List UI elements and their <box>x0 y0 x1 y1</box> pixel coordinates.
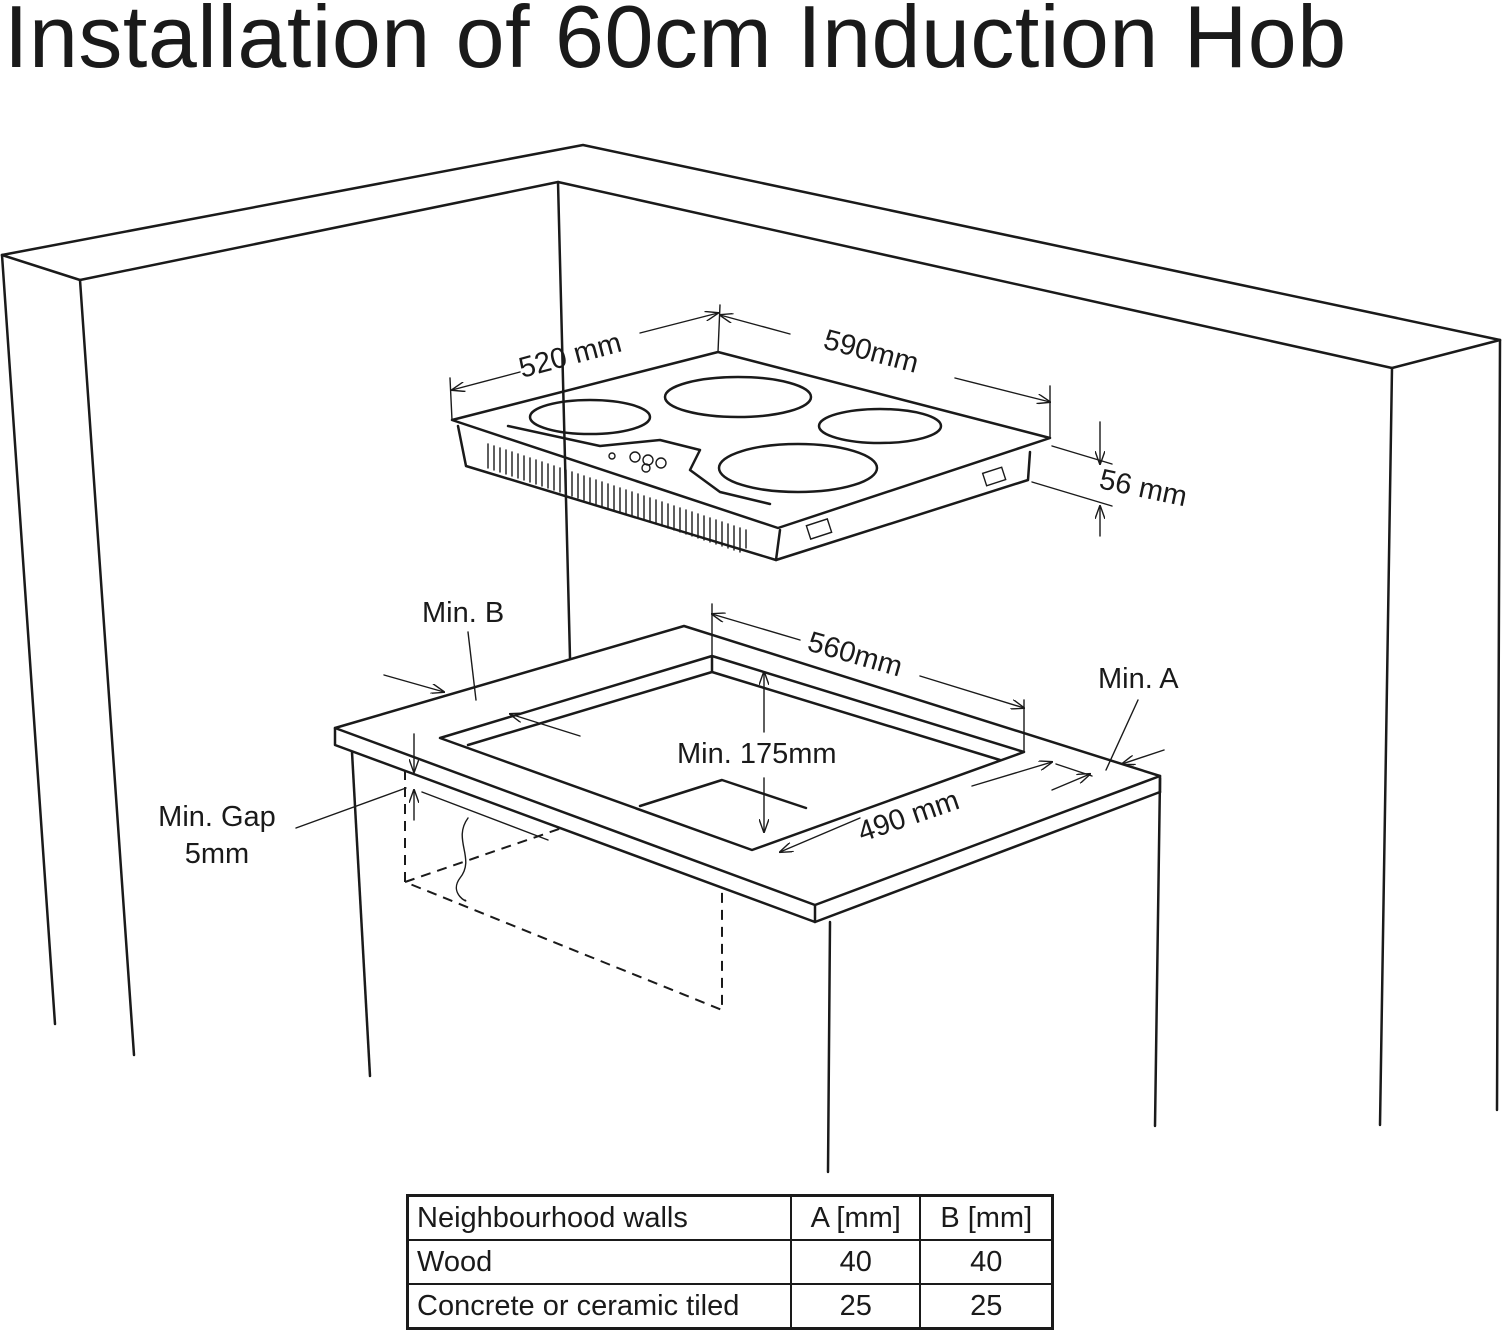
cooking-zone-rear-center <box>663 375 813 419</box>
hob-vent-grille <box>487 443 747 553</box>
hob-width-label: 590mm <box>820 324 922 380</box>
table-cell: Concrete or ceramic tiled <box>406 1283 792 1330</box>
clearance-table: Neighbourhood walls A [mm] B [mm] Wood 4… <box>406 1194 1054 1330</box>
table-cell: 40 <box>919 1239 1054 1285</box>
hob-depth-label: 520 mm <box>516 327 625 385</box>
cooking-zone-rear-left <box>528 398 652 436</box>
min-a-label: Min. A <box>1098 663 1179 695</box>
table-row: Concrete or ceramic tiled 25 25 <box>406 1283 1054 1330</box>
kitchen-walls <box>0 143 1502 1127</box>
min-b-label: Min. B <box>422 597 504 629</box>
cooking-zone-right <box>817 407 943 445</box>
cooking-zone-front <box>717 442 879 494</box>
touch-control-icon <box>629 451 641 463</box>
min-gap-label: Min. Gap <box>158 801 276 833</box>
hob-dimension-lines <box>449 304 1113 537</box>
table-row: Wood 40 40 <box>406 1239 1054 1285</box>
touch-control-icon <box>655 457 667 469</box>
min-gap-value-label: 5mm <box>185 838 249 870</box>
touch-control-icon <box>642 454 654 466</box>
min-depth-label: Min. 175mm <box>677 738 837 770</box>
base-cabinet <box>350 750 1162 1174</box>
table-cell: 25 <box>789 1283 922 1330</box>
induction-hob <box>450 350 1052 562</box>
page-title: Installation of 60cm Induction Hob <box>4 0 1347 86</box>
worktop <box>333 624 1162 924</box>
hob-control-panel <box>506 424 772 506</box>
hob-connector-icon <box>805 518 833 540</box>
table-header-cell: B [mm] <box>919 1194 1054 1241</box>
table-header-cell: Neighbourhood walls <box>406 1194 792 1241</box>
hob-connector-icon <box>981 466 1007 487</box>
table-header-cell: A [mm] <box>789 1194 922 1241</box>
table-cell: Wood <box>406 1239 792 1285</box>
touch-control-icon <box>608 452 616 460</box>
touch-control-icon <box>641 463 651 473</box>
cutout-dimension-lines <box>295 603 1165 852</box>
table-cell: 40 <box>789 1239 922 1285</box>
table-header-row: Neighbourhood walls A [mm] B [mm] <box>406 1194 1054 1241</box>
table-cell: 25 <box>919 1283 1054 1330</box>
cutout-width-label: 560mm <box>804 626 906 683</box>
